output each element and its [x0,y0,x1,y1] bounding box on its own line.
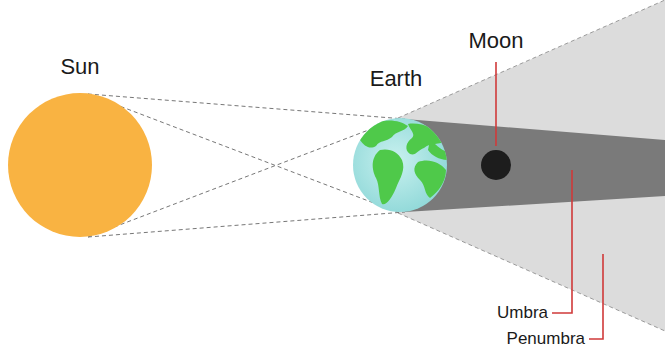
sun-disc [8,93,152,237]
leader-lines [496,62,603,339]
earth-globe [353,118,448,212]
earth-node: Earth [341,66,451,92]
penumbra-edge [398,0,665,118]
moon-disc [481,150,511,180]
penumbra-label: Penumbra [507,329,585,349]
umbra-label: Umbra [497,303,548,323]
penumbra-edge [398,213,665,331]
node-label: Sun [60,54,99,80]
penumbra-region [398,0,665,331]
node-label: Moon [468,28,523,54]
moon-node: Moon [451,28,541,54]
node-label: Earth [370,66,423,92]
sun-node: Sun [5,54,155,80]
